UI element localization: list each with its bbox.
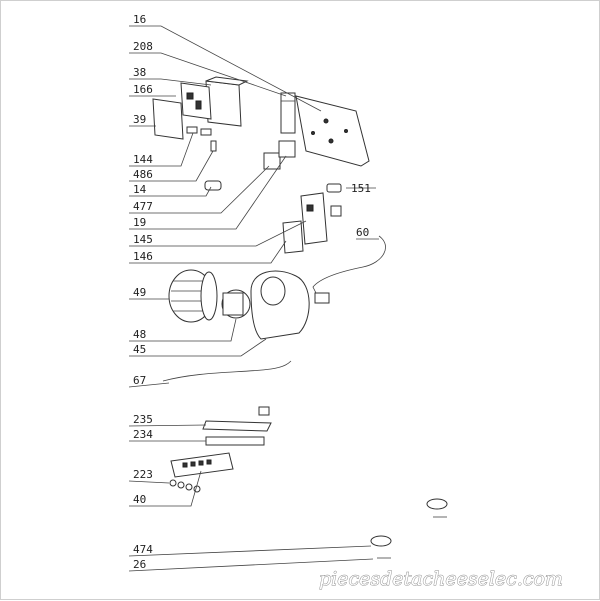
label-223: 223: [133, 468, 153, 481]
watermark-text: piecesdetacheeselec.com: [319, 568, 563, 590]
label-45: 45: [133, 343, 146, 356]
label-39: 39: [133, 113, 146, 126]
part-166-circuit-board: [180, 82, 212, 120]
label-19: 19: [133, 216, 146, 229]
part-labels: 16 208 38 166 39 144 486 14 477 19 145 1…: [133, 13, 371, 571]
part-208-module: [280, 92, 296, 134]
part-223-buttons: [169, 479, 201, 493]
part-16-back-plate: [295, 95, 370, 167]
label-235: 235: [133, 413, 153, 426]
part-486-pin: [210, 140, 217, 152]
label-234: 234: [133, 428, 153, 441]
label-26: 26: [133, 558, 146, 571]
label-166: 166: [133, 83, 153, 96]
label-67: 67: [133, 374, 146, 387]
label-16: 16: [133, 13, 146, 26]
label-60: 60: [356, 226, 369, 239]
part-49-fan-wheel: [168, 269, 218, 323]
part-477-switch: [263, 140, 296, 170]
part-235-bracket: [202, 406, 272, 432]
label-151: 151: [351, 182, 371, 195]
part-151-connector: [326, 183, 342, 193]
part-474-knob: [370, 498, 448, 547]
label-208: 208: [133, 40, 153, 53]
part-67-gasket: [162, 360, 292, 382]
label-14: 14: [133, 183, 147, 196]
part-40-control-panel: [170, 452, 234, 478]
leader-lines: [128, 25, 379, 572]
label-40: 40: [133, 493, 146, 506]
label-146: 146: [133, 250, 153, 263]
part-145-control-block: [300, 192, 342, 245]
label-474: 474: [133, 543, 153, 556]
part-38-housing: [205, 76, 249, 127]
part-26-screw: [377, 516, 447, 559]
label-145: 145: [133, 233, 153, 246]
label-144: 144: [133, 153, 153, 166]
label-486: 486: [133, 168, 153, 181]
label-48: 48: [133, 328, 146, 341]
part-60-power-cord: [312, 235, 386, 304]
part-39-cover-plate: [152, 98, 184, 140]
part-144-clip: [186, 126, 212, 136]
label-49: 49: [133, 286, 146, 299]
part-45-blower-housing: [250, 270, 310, 340]
label-477: 477: [133, 200, 153, 213]
part-48-motor: [221, 289, 251, 319]
label-38: 38: [133, 66, 146, 79]
part-146-cover: [282, 220, 304, 254]
part-14-capacitor: [204, 180, 222, 191]
part-234-rail: [205, 436, 265, 446]
